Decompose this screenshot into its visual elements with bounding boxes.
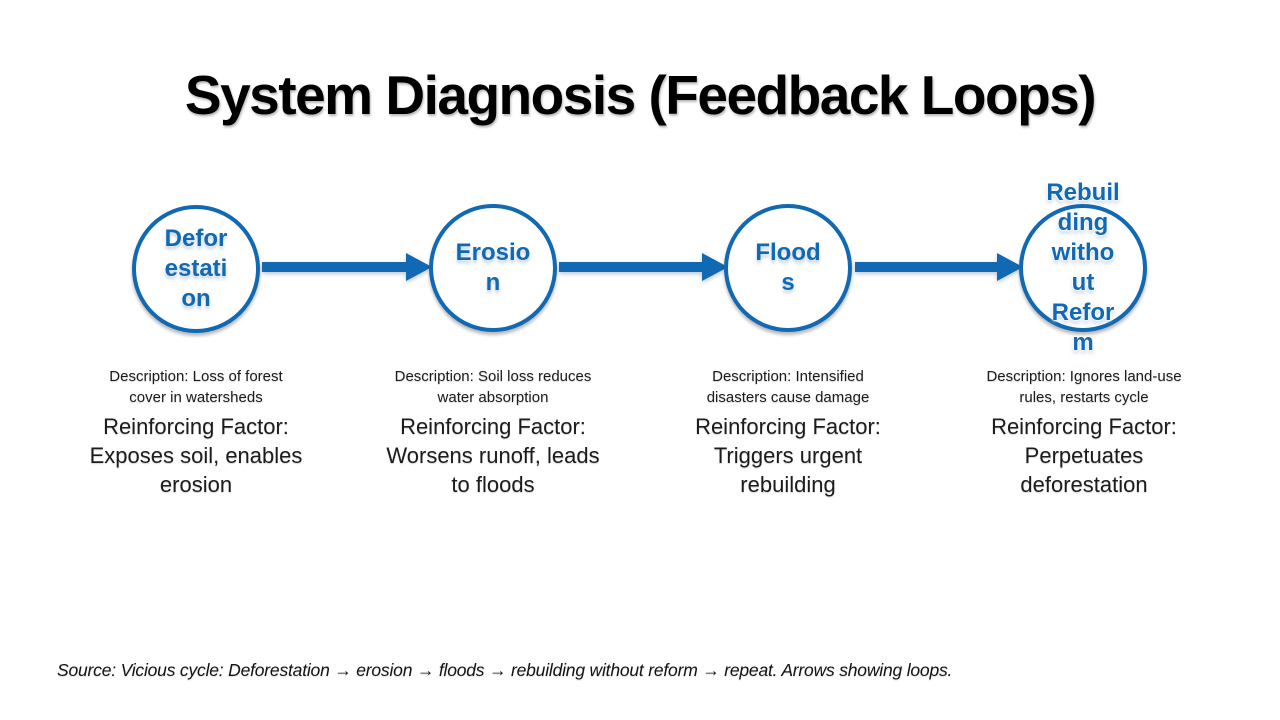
flow-arrow-right-icon: [855, 253, 1023, 281]
node-circle-erosion: Erosio n: [429, 204, 557, 332]
node-reinforcing-factor: Reinforcing Factor: Perpetuates deforest…: [991, 414, 1177, 497]
node-label-erosion: Erosio n: [455, 239, 531, 296]
node-circle-floods: Flood s: [724, 204, 852, 332]
node-details-floods: Description: Intensified disasters cause…: [653, 366, 923, 499]
node-description: Description: Soil loss reduces water abs…: [394, 368, 592, 406]
arrow-head: [406, 253, 432, 281]
arrow-shaft: [855, 262, 999, 272]
node-details-rebuilding-without-reform: Description: Ignores land-use rules, res…: [949, 366, 1219, 499]
arrow-head: [702, 253, 728, 281]
node-reinforcing-factor: Reinforcing Factor: Exposes soil, enable…: [89, 414, 303, 497]
arrow-shaft: [559, 262, 704, 272]
node-description: Description: Loss of forest cover in wat…: [109, 368, 283, 406]
node-label-deforestation: Defor estati on: [164, 225, 228, 312]
arrow-shaft: [262, 262, 408, 272]
node-reinforcing-factor: Reinforcing Factor: Triggers urgent rebu…: [695, 414, 881, 497]
node-details-erosion: Description: Soil loss reduces water abs…: [358, 366, 628, 499]
slide-title: System Diagnosis (Feedback Loops): [184, 64, 1097, 126]
node-description: Description: Intensified disasters cause…: [706, 368, 870, 406]
flow-arrow-right-icon: [559, 253, 728, 281]
node-label-floods: Flood s: [755, 239, 821, 296]
flow-arrow-right-icon: [262, 253, 432, 281]
node-circle-rebuilding-without-reform: Rebuil ding witho ut Refor m: [1019, 179, 1147, 356]
source-note: Source: Vicious cycle: Deforestation → e…: [57, 660, 953, 680]
node-reinforcing-factor: Reinforcing Factor: Worsens runoff, lead…: [386, 414, 600, 497]
node-circle-deforestation: Defor estati on: [132, 205, 260, 333]
node-label-rebuilding-without-reform: Rebuil ding witho ut Refor m: [1046, 179, 1120, 356]
arrow-head: [997, 253, 1023, 281]
node-details-deforestation: Description: Loss of forest cover in wat…: [61, 366, 331, 499]
node-description: Description: Ignores land-use rules, res…: [986, 368, 1182, 406]
